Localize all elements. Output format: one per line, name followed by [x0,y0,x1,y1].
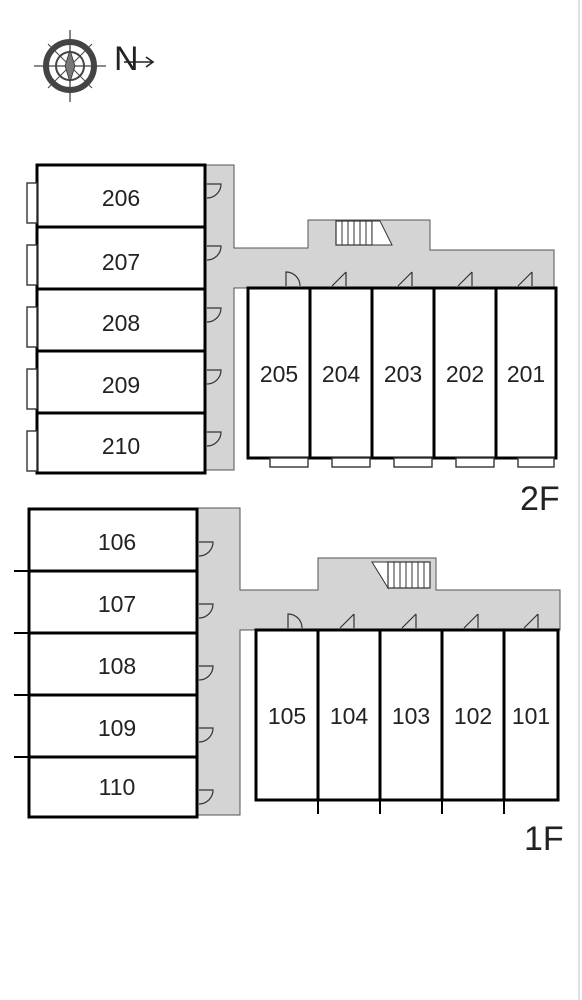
unit-label: 209 [102,372,140,398]
north-arrow-icon [124,56,155,68]
unit-label: 205 [260,361,298,387]
unit-label: 110 [99,774,136,800]
unit-label: 102 [454,703,492,729]
unit-202: 202 [432,286,498,460]
unit-label: 109 [98,715,136,741]
unit-label: 202 [446,361,484,387]
unit-205: 205 [246,286,312,460]
unit-label: 101 [512,703,550,729]
unit-209: 209 [35,349,207,415]
unit-label: 106 [98,529,136,555]
unit-label: 103 [392,703,430,729]
unit-label: 207 [102,249,140,275]
stairs-2f [335,220,393,246]
north-label: N [114,40,139,78]
unit-203: 203 [370,286,436,460]
unit-109: 109 [27,693,199,759]
unit-label: 107 [98,591,136,617]
unit-label: 201 [507,361,545,387]
unit-101: 101 [502,628,560,802]
unit-204: 204 [308,286,374,460]
floor-label-1f: 1F [524,820,564,858]
unit-206: 206 [35,163,207,229]
balconies-2f-west [26,182,38,472]
unit-104: 104 [316,628,382,802]
unit-label: 203 [384,361,422,387]
floor-2f: 206 207 208 209 210 [26,163,560,518]
unit-110: 110 [27,755,199,819]
page-edge-rule [578,0,580,1000]
stairs-1f [371,561,431,590]
unit-108: 108 [27,631,199,697]
floor-1f: 106 107 108 109 110 [14,507,564,858]
unit-label: 108 [98,653,136,679]
doors-1f-west [198,541,214,805]
balconies-2f-south [269,457,555,468]
unit-label: 104 [330,703,369,729]
unit-201: 201 [494,286,558,460]
unit-106: 106 [27,507,199,573]
unit-208: 208 [35,287,207,353]
unit-103: 103 [378,628,444,802]
doors-2f-west [206,183,222,447]
unit-label: 208 [102,310,140,336]
unit-107: 107 [27,569,199,635]
unit-105: 105 [254,628,320,802]
unit-207: 207 [35,225,207,291]
unit-102: 102 [440,628,506,802]
doors-1f-south [287,613,539,629]
unit-label: 204 [322,361,361,387]
floor-label-2f: 2F [520,480,560,518]
compass-icon [34,30,106,102]
unit-label: 206 [102,185,140,211]
doors-2f-south [285,271,533,287]
ground-ticks-1f-west [14,570,29,758]
ground-ticks-1f-south [317,800,505,814]
unit-210: 210 [35,411,207,475]
unit-label: 105 [268,703,306,729]
unit-label: 210 [102,433,140,459]
